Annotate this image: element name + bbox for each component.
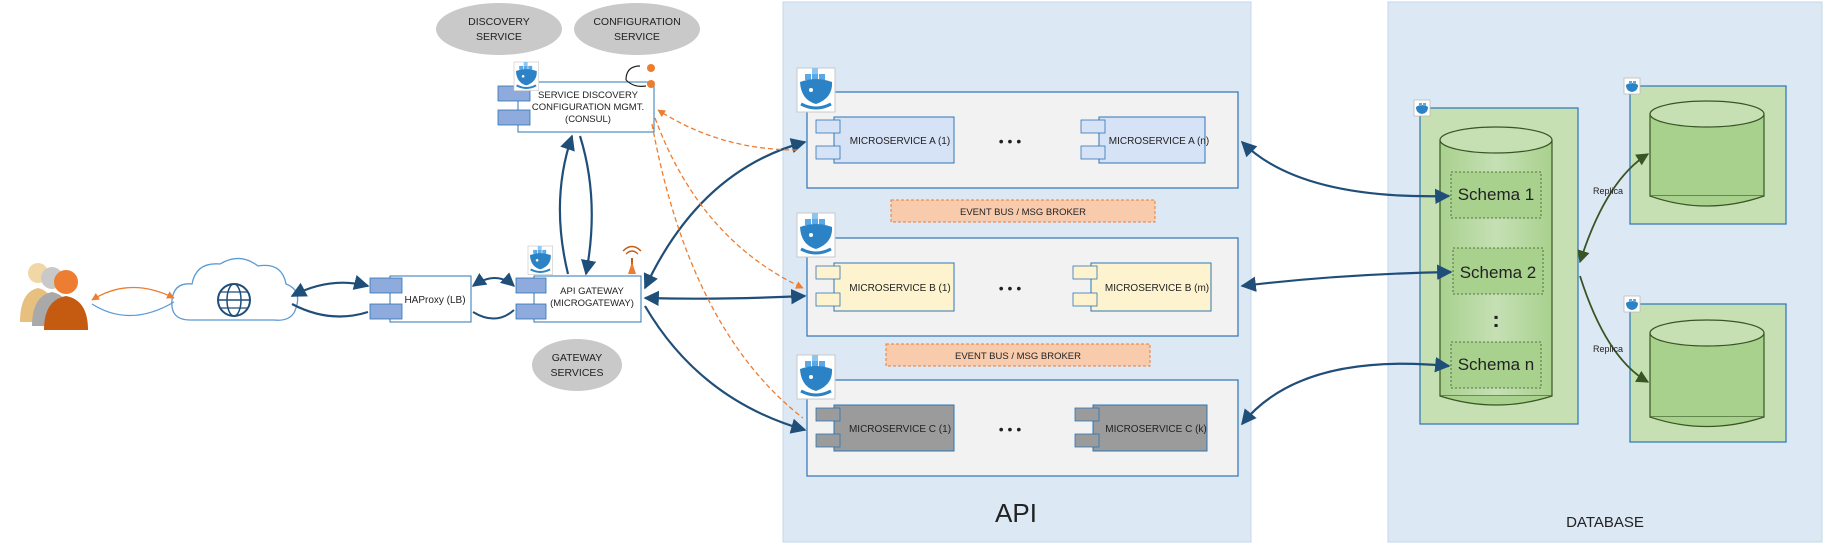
internet-haproxy-arrow-1 bbox=[290, 275, 370, 297]
consul-label-1: SERVICE DISCOVERY bbox=[538, 90, 639, 101]
schema-n-box: Schema n bbox=[1450, 341, 1542, 389]
schema-ellipsis: : bbox=[1492, 307, 1499, 332]
registration-arrow-a bbox=[657, 109, 798, 151]
microservice-c-first: MICROSERVICE C (1) bbox=[849, 424, 951, 435]
replica-1-arrow bbox=[1577, 153, 1650, 264]
discovery-label-1: DISCOVERY bbox=[468, 16, 530, 28]
users-to-internet-arrow bbox=[91, 286, 175, 301]
gateway-consul-arrow-1 bbox=[558, 134, 575, 275]
primary-db-docker-icon bbox=[1413, 99, 1431, 117]
gateway-to-row-b-arrow bbox=[643, 288, 807, 307]
api-title: API bbox=[995, 498, 1037, 528]
replica-2-docker-icon bbox=[1623, 295, 1641, 313]
microservice-a-last: MICROSERVICE A (n) bbox=[1109, 136, 1209, 147]
event-bus-1-label: EVENT BUS / MSG BROKER bbox=[960, 207, 1086, 218]
row-b-docker-icon bbox=[795, 211, 837, 259]
haproxy-gateway-arrow-1 bbox=[471, 272, 516, 287]
row-c-docker-icon bbox=[795, 353, 837, 401]
schema-n-label: Schema n bbox=[1458, 355, 1535, 374]
microservice-a-ellipsis: • • • bbox=[999, 133, 1022, 149]
schema-1-box: Schema 1 bbox=[1450, 171, 1542, 219]
database-title: DATABASE bbox=[1566, 514, 1644, 531]
configuration-label-1: CONFIGURATION bbox=[593, 16, 680, 28]
microservice-row-a: MICROSERVICE A (1) • • • MICROSERVICE A … bbox=[806, 91, 1239, 189]
replica-2-label: Replica bbox=[1593, 344, 1623, 354]
consul-network-icon bbox=[625, 64, 655, 88]
replica-1-docker-icon bbox=[1623, 77, 1641, 95]
microservice-a-first: MICROSERVICE A (1) bbox=[850, 136, 950, 147]
users-icon bbox=[20, 263, 88, 330]
gateway-to-row-c-arrow bbox=[644, 305, 807, 434]
row-b-to-schema-2-arrow bbox=[1240, 264, 1453, 292]
registration-arrow-b bbox=[654, 117, 804, 289]
discovery-label-2: SERVICE bbox=[476, 31, 522, 43]
replica-database-1 bbox=[1629, 85, 1787, 225]
microservice-b-first: MICROSERVICE B (1) bbox=[849, 283, 951, 294]
event-bus-1: EVENT BUS / MSG BROKER bbox=[890, 199, 1156, 223]
consul-component: SERVICE DISCOVERY CONFIGURATION MGMT. (C… bbox=[497, 81, 655, 133]
replica-1-label: Replica bbox=[1593, 186, 1623, 196]
microservice-row-b: MICROSERVICE B (1) • • • MICROSERVICE B … bbox=[806, 237, 1239, 337]
schema-2-label: Schema 2 bbox=[1460, 263, 1537, 282]
gateway-label-1: API GATEWAY bbox=[560, 286, 624, 297]
event-bus-2-label: EVENT BUS / MSG BROKER bbox=[955, 351, 1081, 362]
haproxy-label: HAProxy (LB) bbox=[404, 295, 465, 306]
gateway-to-row-a-arrow bbox=[643, 138, 807, 290]
internet-to-users-arrow bbox=[91, 301, 175, 317]
haproxy-gateway-arrow-2 bbox=[472, 309, 515, 320]
row-a-docker-icon bbox=[795, 66, 837, 114]
microservice-c-last: MICROSERVICE C (k) bbox=[1105, 424, 1207, 435]
api-gateway-component: API GATEWAY (MICROGATEWAY) bbox=[515, 275, 642, 323]
gateway-services-oval: GATEWAY SERVICES bbox=[532, 339, 622, 391]
row-c-to-schema-n-arrow bbox=[1241, 357, 1451, 426]
event-bus-2: EVENT BUS / MSG BROKER bbox=[885, 343, 1151, 367]
gateway-docker-icon bbox=[527, 245, 554, 276]
configuration-label-2: SERVICE bbox=[614, 31, 660, 43]
schema-2-box: Schema 2 bbox=[1452, 247, 1544, 295]
consul-docker-icon bbox=[513, 61, 540, 92]
configuration-service-oval: CONFIGURATION SERVICE bbox=[574, 3, 700, 55]
consul-label-2: CONFIGURATION MGMT. bbox=[532, 102, 644, 113]
microservice-b-last: MICROSERVICE B (m) bbox=[1105, 283, 1209, 294]
gateway-label-2: (MICROGATEWAY) bbox=[550, 298, 634, 309]
microservice-row-c: MICROSERVICE C (1) • • • MICROSERVICE C … bbox=[806, 379, 1239, 477]
internet-cloud-icon bbox=[171, 257, 299, 321]
row-a-to-schema-1-arrow bbox=[1240, 140, 1451, 205]
discovery-service-oval: DISCOVERY SERVICE bbox=[436, 3, 562, 55]
gateway-consul-arrow-2 bbox=[578, 135, 597, 276]
consul-label-3: (CONSUL) bbox=[565, 114, 611, 125]
schema-1-label: Schema 1 bbox=[1458, 185, 1535, 204]
replica-database-2 bbox=[1629, 303, 1787, 443]
antenna-icon bbox=[622, 245, 642, 274]
microservice-c-ellipsis: • • • bbox=[999, 421, 1022, 437]
replica-2-arrow bbox=[1579, 275, 1650, 383]
gateway-services-label-1: GATEWAY bbox=[552, 352, 603, 364]
registration-arrow-c bbox=[651, 123, 804, 419]
internet-haproxy-arrow-2 bbox=[291, 303, 369, 318]
haproxy-component: HAProxy (LB) bbox=[369, 275, 472, 323]
microservice-b-ellipsis: • • • bbox=[999, 280, 1022, 296]
gateway-services-label-2: SERVICES bbox=[551, 367, 604, 379]
